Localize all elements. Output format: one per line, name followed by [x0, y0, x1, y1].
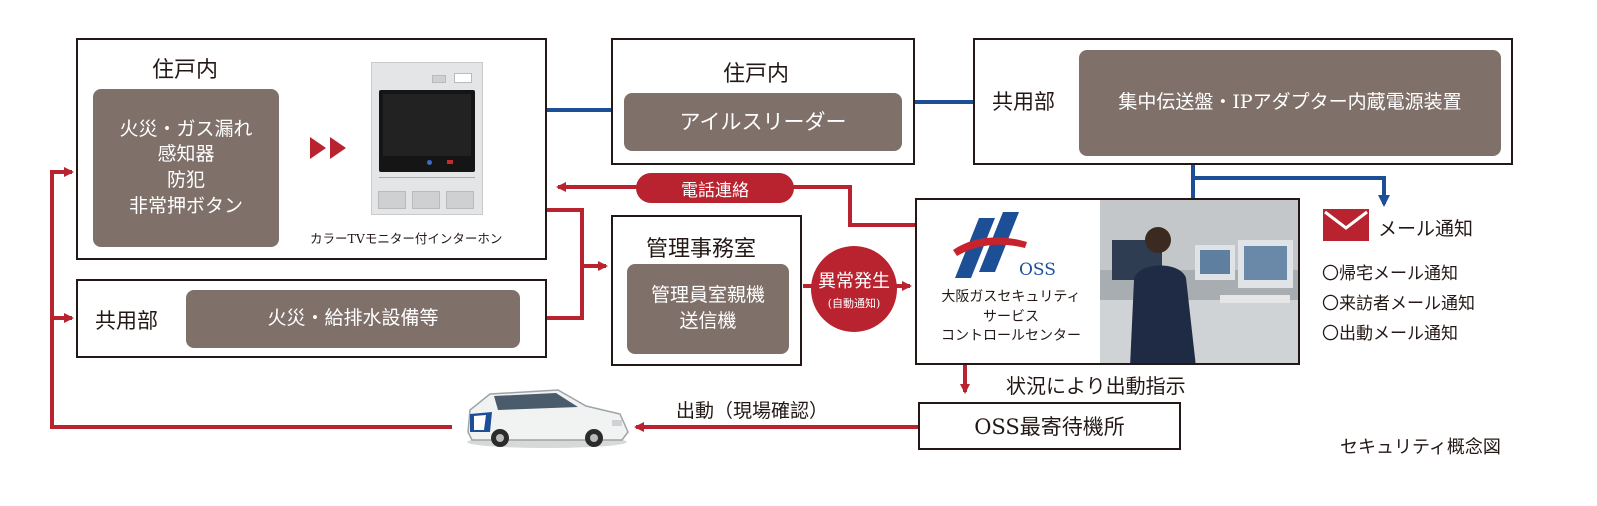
common-left-box: 共用部 火災・給排水設備等: [76, 279, 547, 358]
alarm-badge: 異常発生 (自動通知): [811, 246, 897, 332]
control-center-box: OSS 大阪ガスセキュリティ サービス コントロールセンター: [915, 198, 1300, 365]
management-office-title: 管理事務室: [646, 237, 757, 262]
dwelling-left-title: 住戸内: [152, 58, 219, 83]
operator-photo: [1100, 200, 1298, 363]
play-arrows-icon: [310, 137, 350, 159]
mail-title: メール通知: [1378, 218, 1474, 240]
phone-contact-badge: 電話連絡: [636, 173, 794, 203]
oss-logo-icon: [949, 212, 1029, 282]
control-center-name: 大阪ガスセキュリティ サービス コントロールセンター: [941, 289, 1081, 345]
oss-logo-text: OSS: [1019, 260, 1056, 280]
management-office-box: 管理事務室 管理員室親機 送信機: [611, 215, 802, 366]
mail-item-homecoming: 〇帰宅メール通知: [1322, 264, 1458, 284]
sensor-list-text: 火災・ガス漏れ 感知器 防犯 非常押ボタン: [119, 117, 253, 217]
dispatch-action-label: 出動（現場確認）: [676, 400, 829, 422]
patrol-car-icon: [462, 386, 632, 452]
common-left-title: 共用部: [95, 309, 158, 333]
blue-link-3: [1191, 158, 1390, 207]
common-left-equipment-text: 火災・給排水設備等: [267, 307, 439, 330]
aile-reader: アイルスリーダー: [624, 93, 902, 151]
red-link-to-mgmt: [546, 208, 608, 271]
alarm-text: 異常発生: [818, 271, 890, 292]
dwelling-center-title: 住戸内: [723, 62, 790, 87]
mail-item-dispatch: 〇出動メール通知: [1322, 324, 1458, 344]
common-right-box: 共用部 集中伝送盤・IPアダプター内蔵電源装置: [973, 38, 1513, 165]
mail-item-visitor: 〇来訪者メール通知: [1322, 294, 1475, 314]
dispatch-instruction: 状況により出動指示: [1006, 374, 1186, 398]
dwelling-center-box: 住戸内 アイルスリーダー: [611, 38, 915, 165]
phone-contact-text: 電話連絡: [681, 180, 749, 201]
central-transmission-panel-text: 集中伝送盤・IPアダプター内蔵電源装置: [1118, 91, 1462, 114]
diagram-caption: セキュリティ概念図: [1340, 437, 1501, 458]
red-link-return: [50, 167, 452, 429]
management-device: 管理員室親機 送信機: [627, 264, 789, 354]
intercom-monitor-icon: [371, 62, 483, 215]
envelope-icon: [1323, 209, 1369, 241]
aile-reader-text: アイルスリーダー: [679, 109, 847, 134]
alarm-subtext: (自動通知): [827, 297, 881, 310]
intercom-caption: カラーTVモニター付インターホン: [310, 231, 503, 246]
sensor-list: 火災・ガス漏れ 感知器 防犯 非常押ボタン: [93, 89, 279, 247]
oss-standby-box: OSS最寄待機所: [918, 402, 1181, 450]
oss-standby-text: OSS最寄待機所: [974, 415, 1125, 439]
central-transmission-panel: 集中伝送盤・IPアダプター内蔵電源装置: [1079, 50, 1501, 156]
common-right-title: 共用部: [992, 90, 1055, 114]
dwelling-left-box: 住戸内 火災・ガス漏れ 感知器 防犯 非常押ボタン カラーTVモニター付インター…: [76, 38, 547, 260]
common-left-equipment: 火災・給排水設備等: [186, 290, 520, 348]
management-device-text: 管理員室親機 送信機: [650, 284, 765, 332]
red-link-common: [546, 266, 584, 320]
